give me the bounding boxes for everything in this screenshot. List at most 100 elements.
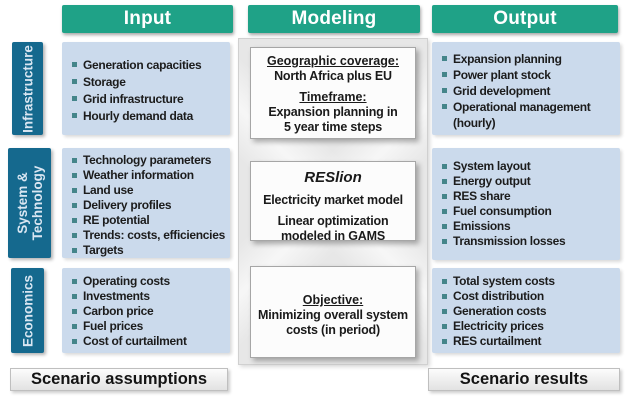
row-label-line: Infrastructure	[20, 44, 35, 133]
modeling-core-box: RESlion Electricity market model Linear …	[250, 161, 416, 243]
list-item: Cost of curtailment	[72, 334, 228, 349]
list-item: Electricity prices	[442, 319, 618, 334]
item-label: Total system costs	[453, 274, 555, 288]
item-label: System layout	[453, 159, 531, 173]
list-item: Operating costs	[72, 274, 228, 289]
bullet-square-icon	[442, 309, 447, 314]
list-item: Fuel consumption	[442, 204, 618, 219]
bullet-square-icon	[442, 179, 447, 184]
list-item: Land use	[72, 183, 228, 198]
item-label: Electricity prices	[453, 319, 544, 333]
list-item: Targets	[72, 243, 228, 258]
item-label: Weather information	[83, 168, 194, 182]
bullet-square-icon	[72, 188, 77, 193]
bullet-square-icon	[72, 113, 77, 118]
objective-text: Minimizing overall system costs (in peri…	[258, 308, 408, 337]
bullet-square-icon	[72, 203, 77, 208]
row-label-line: Economics	[20, 274, 35, 347]
scenario-results-bar: Scenario results	[428, 368, 620, 391]
item-label: Carbon price	[83, 304, 154, 318]
item-label: Technology parameters	[83, 153, 212, 167]
bullet-square-icon	[72, 218, 77, 223]
list-item: Operational management (hourly)	[442, 99, 618, 131]
list-item: Total system costs	[442, 274, 618, 289]
bullet-square-icon	[442, 72, 447, 77]
item-label: Storage	[83, 75, 126, 89]
bullet-square-icon	[442, 164, 447, 169]
item-label: Investments	[83, 289, 150, 303]
bullet-square-icon	[72, 248, 77, 253]
bullet-square-icon	[72, 233, 77, 238]
list-item: Weather information	[72, 168, 228, 183]
item-label: Operating costs	[83, 274, 170, 288]
item-label: RE potential	[83, 213, 150, 227]
list-item: System layout	[442, 159, 618, 174]
row-label-text: Economics	[20, 274, 35, 346]
modeling-panel: Geographic coverage: North Africa plus E…	[238, 38, 428, 365]
row-label-economics: Economics	[11, 268, 44, 353]
bullet-square-icon	[72, 173, 77, 178]
item-label: Fuel consumption	[453, 204, 552, 218]
bullet-square-icon	[442, 56, 447, 61]
bullet-square-icon	[72, 339, 77, 344]
item-label: Fuel prices	[83, 319, 144, 333]
list-item: Carbon price	[72, 304, 228, 319]
list-item: Storage	[72, 74, 228, 91]
list-item: Technology parameters	[72, 153, 228, 168]
list-item: Cost distribution	[442, 289, 618, 304]
item-label: Power plant stock	[453, 68, 551, 82]
row-label-text: System & Technology	[15, 166, 45, 241]
list-item: RES curtailment	[442, 334, 618, 349]
item-label: Delivery profiles	[83, 198, 172, 212]
bullet-square-icon	[72, 62, 77, 67]
list-item: Energy output	[442, 174, 618, 189]
list-item: Transmission losses	[442, 234, 618, 249]
row-label-infrastructure: Infrastructure	[12, 42, 43, 135]
bullet-square-icon	[72, 158, 77, 163]
row-label-line: Technology	[29, 165, 45, 241]
bullet-square-icon	[442, 224, 447, 229]
item-label: Hourly demand data	[83, 109, 193, 123]
list-item: Emissions	[442, 219, 618, 234]
list-item: Power plant stock	[442, 67, 618, 83]
bullet-square-icon	[442, 104, 447, 109]
scope-text: North Africa plus EU	[274, 69, 392, 83]
column-header-modeling: Modeling	[248, 5, 420, 33]
scope-heading: Geographic coverage:	[267, 54, 399, 68]
bullet-square-icon	[442, 209, 447, 214]
bullet-square-icon	[442, 324, 447, 329]
bullet-square-icon	[72, 279, 77, 284]
bullet-square-icon	[442, 194, 447, 199]
item-label: Grid development	[453, 84, 551, 98]
model-type: Electricity market model	[263, 193, 403, 207]
list-item: Grid development	[442, 83, 618, 99]
list-item: Fuel prices	[72, 319, 228, 334]
bullet-square-icon	[442, 239, 447, 244]
row-label-system-technology: System & Technology	[8, 148, 51, 258]
list-item: Generation capacities	[72, 57, 228, 74]
item-label: Generation costs	[453, 304, 547, 318]
item-label: Operational management (hourly)	[453, 100, 591, 130]
bullet-square-icon	[72, 79, 77, 84]
list-item: Expansion planning	[442, 51, 618, 67]
objective-heading: Objective:	[302, 293, 364, 307]
item-label: Transmission losses	[453, 234, 566, 248]
bullet-square-icon	[442, 294, 447, 299]
scenario-assumptions-bar: Scenario assumptions	[10, 368, 228, 391]
item-label: Cost of curtailment	[83, 334, 187, 348]
bullet-square-icon	[72, 324, 77, 329]
item-label: RES share	[453, 189, 511, 203]
model-name: RESlion	[304, 169, 362, 186]
list-item: Trends: costs, efficiencies	[72, 228, 228, 243]
row-label-text: Infrastructure	[20, 45, 35, 133]
item-label: Land use	[83, 183, 134, 197]
bullet-square-icon	[72, 96, 77, 101]
timeframe-heading: Timeframe:	[299, 90, 367, 104]
bullet-square-icon	[442, 339, 447, 344]
